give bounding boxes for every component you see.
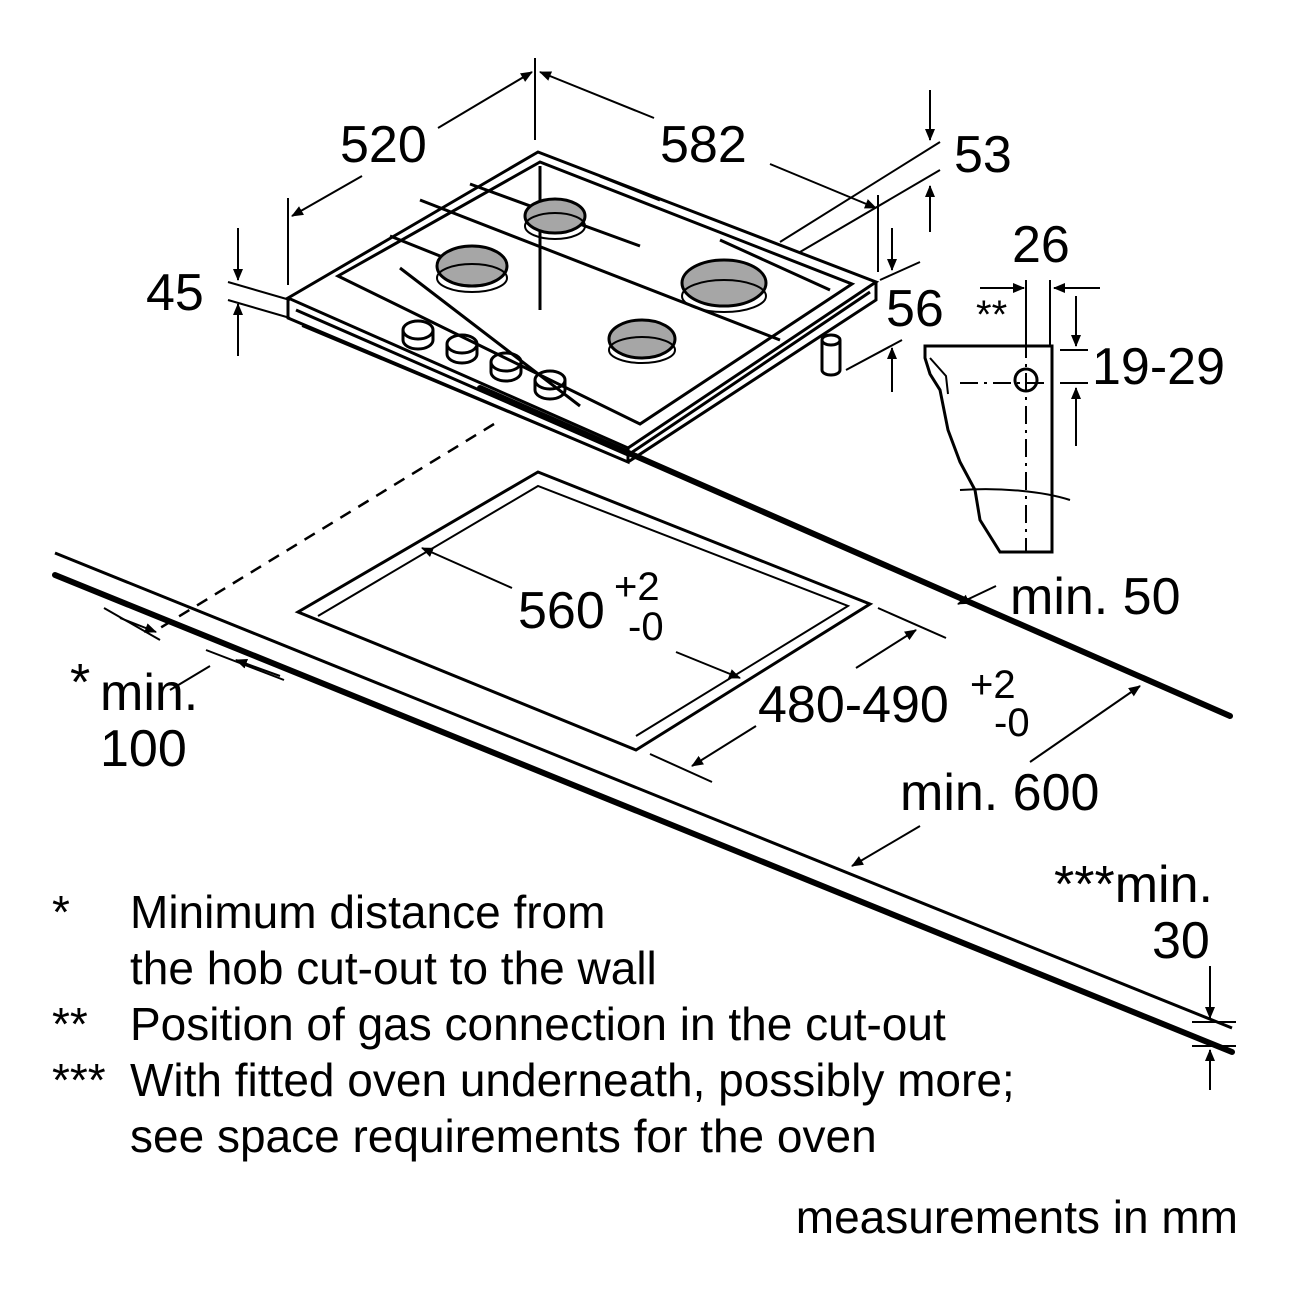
burner-rear-right bbox=[680, 258, 768, 308]
dim-wall-clearance-line2: 100 bbox=[100, 720, 187, 778]
dim-cutout-depth-tol-plus: +2 bbox=[970, 663, 1016, 707]
dim-cutout-depth: 480-490 bbox=[758, 676, 949, 734]
dim-rear-clearance: min. 50 bbox=[1010, 568, 1181, 626]
dim-hob-width: 582 bbox=[660, 116, 747, 174]
hob bbox=[284, 150, 880, 465]
legend-mark-3: *** bbox=[52, 1054, 106, 1106]
dim-wall-clearance-line1: min. bbox=[100, 664, 198, 722]
wall-clearance-marker: * bbox=[70, 654, 90, 712]
side-section-detail bbox=[923, 280, 1071, 554]
dim-cutout-width-tol-minus: -0 bbox=[628, 605, 664, 649]
burner-front-right bbox=[607, 318, 677, 360]
legend: * Minimum distance from the hob cut-out … bbox=[52, 884, 1202, 1174]
units-note: measurements in mm bbox=[795, 1191, 1238, 1243]
burner-rear-left bbox=[523, 197, 587, 235]
dim-oven-gap-line1: ***min. bbox=[1054, 856, 1213, 914]
legend-text-1-line1: Minimum distance from bbox=[130, 886, 606, 938]
burners bbox=[435, 197, 768, 364]
gas-connection-marker: ** bbox=[976, 293, 1007, 337]
pan-supports bbox=[334, 160, 856, 426]
dimension-labels: 520 582 53 45 56 26 ** 19-29 560 +2 -0 4… bbox=[70, 116, 1225, 970]
dim-hob-height-total: 53 bbox=[954, 126, 1012, 184]
legend-text-1-line2: the hob cut-out to the wall bbox=[130, 942, 657, 994]
burner-front-left bbox=[435, 244, 509, 288]
dim-oven-gap-line2: 30 bbox=[1152, 912, 1210, 970]
dim-cutout-width: 560 bbox=[518, 582, 605, 640]
worktop bbox=[52, 385, 1235, 1055]
legend-text-2-line1: Position of gas connection in the cut-ou… bbox=[130, 998, 946, 1050]
legend-mark-1: * bbox=[52, 886, 70, 938]
control-knobs bbox=[401, 319, 567, 401]
gas-connector bbox=[820, 333, 842, 377]
dim-cutout-width-tol-plus: +2 bbox=[614, 565, 660, 609]
dim-worktop-depth: min. 600 bbox=[900, 764, 1099, 822]
dim-hob-height-front: 45 bbox=[146, 264, 204, 322]
dim-hob-depth: 520 bbox=[340, 116, 427, 174]
dim-gas-connection-offset: 26 bbox=[1012, 216, 1070, 274]
gas-connection-hole bbox=[1013, 367, 1039, 393]
dim-cutout-depth-tol-minus: -0 bbox=[994, 701, 1030, 745]
dimension-lines bbox=[103, 58, 1236, 1090]
dim-worktop-thickness: 19-29 bbox=[1092, 338, 1225, 396]
legend-mark-2: ** bbox=[52, 998, 88, 1050]
legend-text-3-line2: see space requirements for the oven bbox=[130, 1110, 877, 1162]
dim-gas-connection-height: 56 bbox=[886, 280, 944, 338]
legend-text-3-line1: With fitted oven underneath, possibly mo… bbox=[130, 1054, 1015, 1106]
